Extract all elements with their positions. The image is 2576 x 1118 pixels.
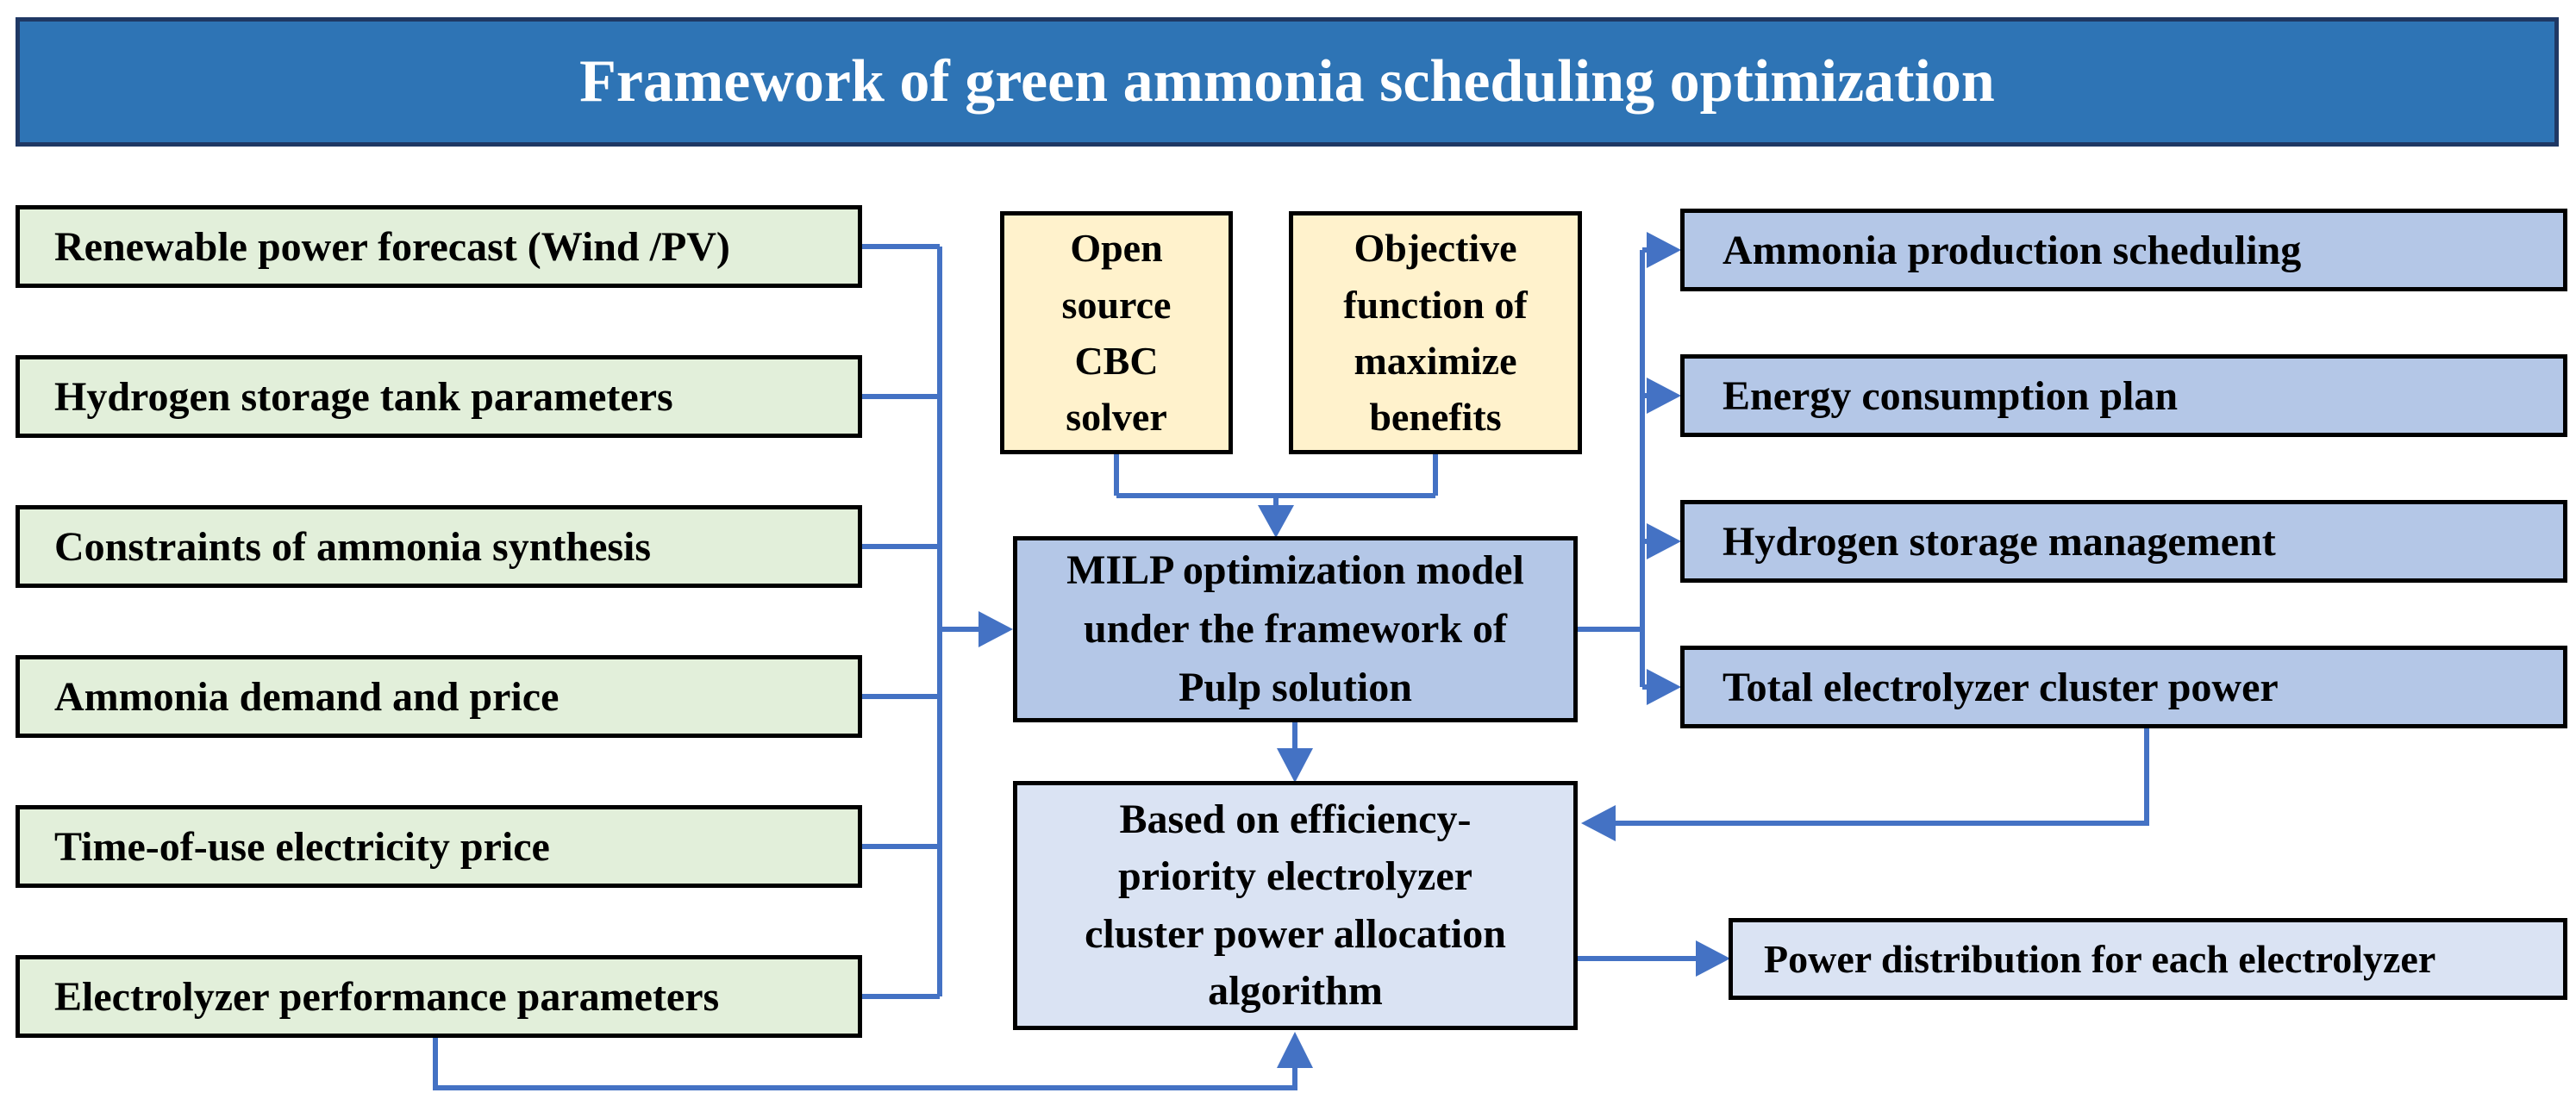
input-ammonia-synthesis-constraints: Constraints of ammonia synthesis (16, 505, 862, 588)
arrow-right-icon (979, 611, 1013, 647)
arrow-heads (979, 232, 1730, 1068)
objective-function-box: Objective function of maximize benefits (1289, 211, 1582, 454)
arrow-right-icon (1647, 669, 1681, 705)
arrow-right-icon (1647, 523, 1681, 559)
output-total-electrolyzer-cluster-power: Total electrolyzer cluster power (1680, 646, 2567, 728)
output-energy-consumption-plan: Energy consumption plan (1680, 354, 2567, 437)
title-banner: Framework of green ammonia scheduling op… (16, 17, 2559, 147)
input-ammonia-demand-and-price: Ammonia demand and price (16, 655, 862, 738)
input-time-of-use-electricity-price: Time-of-use electricity price (16, 805, 862, 888)
arrow-left-icon (1581, 805, 1616, 841)
cbc-solver-box: Open source CBC solver (1000, 211, 1233, 454)
arrow-right-icon (1647, 378, 1681, 414)
connector-lines (433, 244, 2149, 1090)
input-electrolyzer-performance-parameters: Electrolyzer performance parameters (16, 955, 862, 1038)
power-distribution-box: Power distribution for each electrolyzer (1729, 918, 2567, 1000)
milp-model-box: MILP optimization model under the framew… (1013, 536, 1578, 722)
arrow-down-icon (1277, 748, 1313, 783)
arrow-down-icon (1258, 505, 1294, 538)
input-hydrogen-storage-tank-parameters: Hydrogen storage tank parameters (16, 355, 862, 438)
output-hydrogen-storage-management: Hydrogen storage management (1680, 500, 2567, 583)
allocation-algorithm-box: Based on efficiency- priority electrolyz… (1013, 781, 1578, 1030)
output-ammonia-production-scheduling: Ammonia production scheduling (1680, 209, 2567, 291)
page-title: Framework of green ammonia scheduling op… (579, 48, 1995, 115)
arrow-up-icon (1277, 1032, 1313, 1068)
arrow-right-icon (1696, 940, 1730, 977)
input-renewable-power-forecast: Renewable power forecast (Wind /PV) (16, 205, 862, 288)
arrow-right-icon (1647, 232, 1681, 268)
